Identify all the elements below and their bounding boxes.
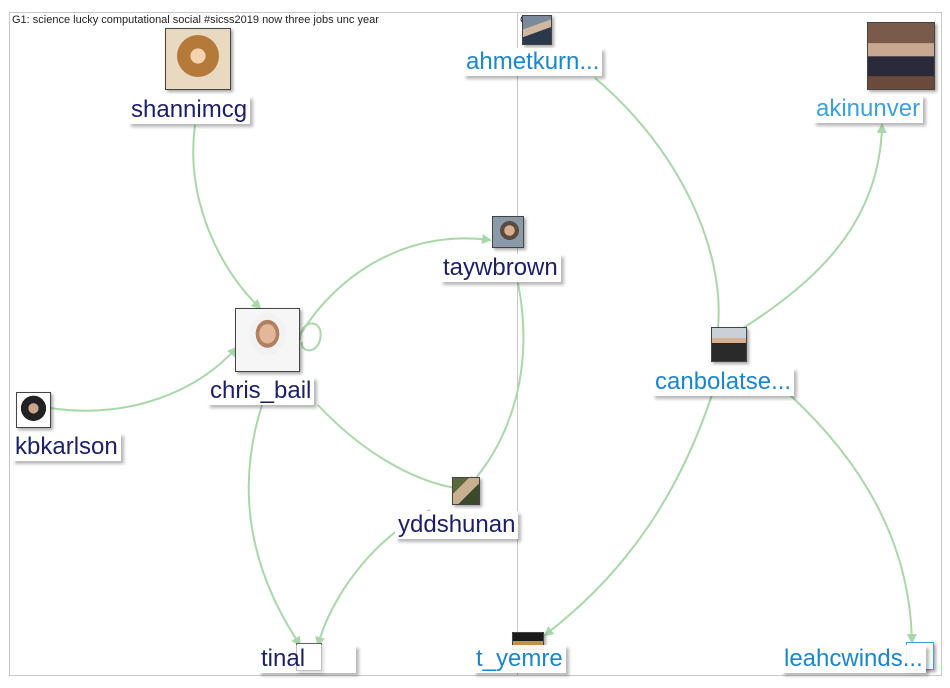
label-ahmetkurn: ahmetkurn... — [463, 48, 602, 76]
avatar-shannimcg — [165, 28, 231, 90]
edge-canbolatse-leahcwinds — [790, 395, 912, 642]
edge-chris_bail-yddshunan — [318, 405, 455, 488]
label-tinal: tinal — [258, 645, 356, 673]
edge-chris_bail-self — [300, 324, 321, 351]
avatar-akinunver — [867, 22, 935, 90]
label-canbolatse: canbolatse... — [652, 368, 794, 396]
edge-canbolatse-akinunver — [740, 125, 882, 330]
avatar-chris_bail — [235, 308, 300, 372]
avatar-canbolatse — [711, 327, 747, 362]
label-yddshunan: yddshunan — [395, 511, 518, 539]
label-shannimcg: shannimcg — [128, 96, 250, 124]
avatar-ahmetkurn — [522, 15, 552, 45]
label-leahcwinds: leahcwinds... — [781, 645, 926, 673]
avatar-yddshunan — [452, 477, 480, 505]
edge-chris_bail-tinal — [249, 405, 300, 645]
edge-canbolatse-t_yemre — [545, 395, 712, 635]
label-chris_bail: chris_bail — [207, 377, 314, 405]
edge-chris_bail-taywbrown — [300, 238, 490, 335]
label-taywbrown: taywbrown — [440, 254, 561, 282]
avatar-taywbrown — [492, 216, 524, 248]
edge-ahmetkurn-canbolatse — [595, 78, 719, 328]
edge-taywbrown-yddshunan — [470, 283, 523, 485]
label-t_yemre: t_yemre — [473, 645, 566, 673]
avatar-kbkarlson — [16, 392, 51, 428]
label-akinunver: akinunver — [813, 95, 923, 123]
edge-shannimcg-chris_bail — [193, 125, 260, 308]
label-kbkarlson: kbkarlson — [12, 433, 121, 461]
